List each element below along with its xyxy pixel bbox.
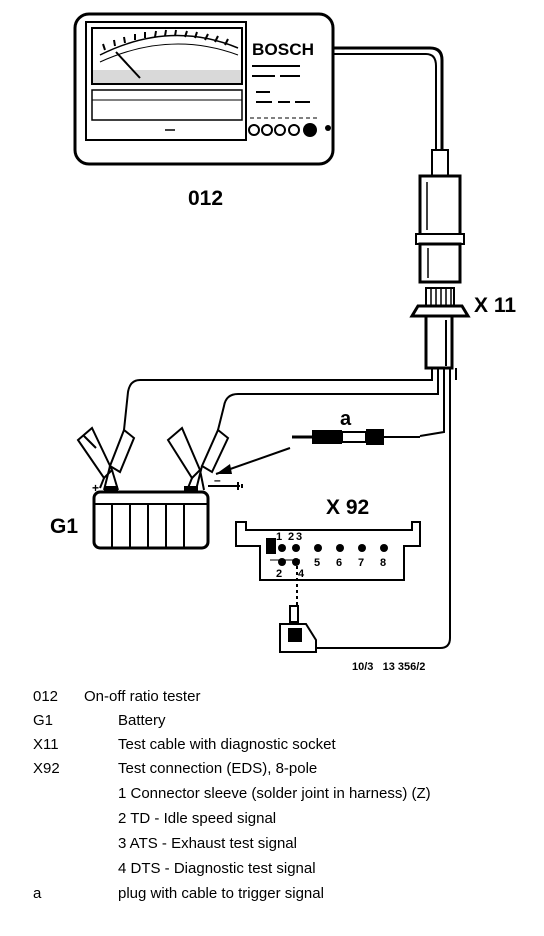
legend: 012 On-off ratio tester G1 Battery X11 T… — [0, 688, 544, 928]
pin-label-2-top: 2 — [288, 531, 294, 543]
connector-label: X 92 — [326, 496, 369, 519]
legend-text: plug with cable to trigger signal — [118, 885, 324, 902]
pin-label-4: 4 — [298, 568, 305, 580]
tester-device: BOSCH — [73, 12, 335, 166]
legend-code: X11 — [33, 736, 59, 753]
legend-text: 1 Connector sleeve (solder joint in harn… — [118, 785, 431, 802]
legend-text: 4 DTS - Diagnostic test signal — [118, 860, 316, 877]
pin-label-8: 8 — [380, 557, 386, 569]
battery — [92, 486, 210, 550]
ground-pointer-arrow — [208, 447, 291, 490]
legend-text: 3 ATS - Exhaust test signal — [118, 835, 297, 852]
diagnostic-socket-x11 — [409, 149, 471, 370]
legend-text: Test connection (EDS), 8-pole — [118, 760, 318, 777]
meter-brand-text: BOSCH — [252, 40, 314, 59]
meter-display — [91, 27, 243, 85]
legend-code: a — [33, 885, 42, 902]
tester-label: 012 — [188, 187, 223, 210]
legend-code: 012 — [33, 688, 59, 705]
legend-code: X92 — [33, 760, 60, 777]
pin-label-3: 3 — [296, 531, 302, 543]
socket-label: X 11 — [474, 294, 516, 317]
pin-label-7: 7 — [358, 557, 364, 569]
legend-text: On-off ratio tester — [84, 688, 201, 705]
wiring-diagram: BOSCH 012 — [50, 12, 516, 673]
legend-code: G1 — [33, 712, 54, 729]
pin-label-6: 6 — [336, 557, 342, 569]
test-connector-x92 — [235, 521, 421, 581]
legend-text: 2 TD - Idle speed signal — [118, 810, 277, 827]
tester-button-row — [248, 117, 331, 137]
figure-number: 10/3 13 356/2 — [352, 661, 425, 673]
battery-label: G1 — [50, 515, 78, 538]
meter-needle — [115, 51, 141, 79]
tester-cable — [334, 46, 444, 160]
svg-text:–: – — [214, 473, 221, 487]
harness-wires — [123, 368, 457, 649]
trigger-plug — [292, 429, 420, 445]
battery-clips — [76, 426, 230, 491]
legend-text: Test cable with diagnostic socket — [118, 736, 336, 753]
plug-label: a — [340, 408, 352, 430]
probe-to-pin4 — [279, 566, 317, 653]
pin-label-2-bottom: 2 — [276, 568, 282, 580]
svg-text:+: + — [92, 481, 99, 495]
legend-text: Battery — [118, 712, 166, 729]
pin-label-5: 5 — [314, 557, 320, 569]
pin-label-1: 1 — [276, 531, 282, 543]
connector-pins: 1 2 3 5 6 7 8 2 4 — [276, 531, 388, 580]
